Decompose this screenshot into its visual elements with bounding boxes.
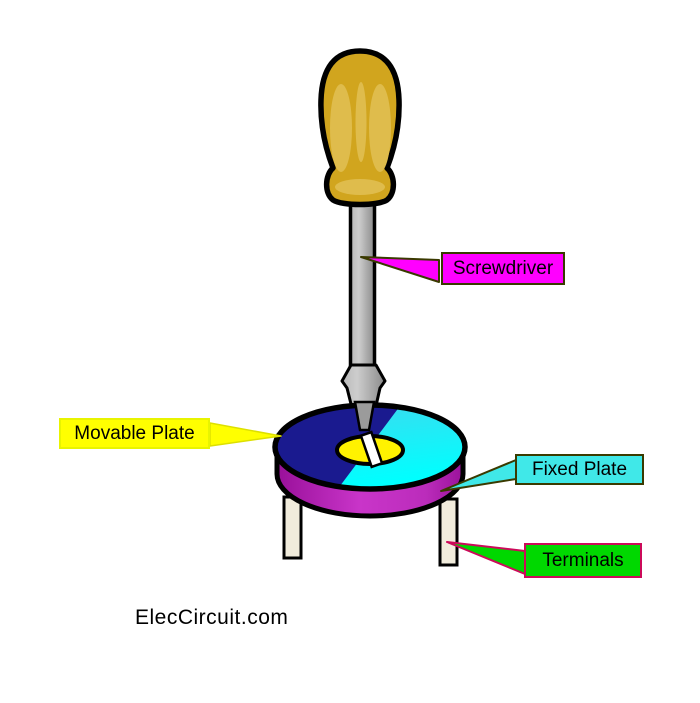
handle-highlight-center — [355, 82, 367, 162]
label-terminals: Terminals — [524, 543, 642, 578]
label-fixed-plate: Fixed Plate — [515, 454, 644, 485]
screwdriver-callout-line — [360, 256, 440, 283]
movable-plate-callout-line — [209, 422, 282, 447]
label-screwdriver: Screwdriver — [441, 252, 565, 285]
watermark-text: ElecCircuit.com — [135, 606, 289, 629]
screwdriver-shaft — [348, 200, 377, 372]
screw-slot — [359, 430, 384, 469]
terminals-callout-line — [446, 541, 526, 575]
handle-highlight-left — [330, 84, 352, 172]
terminal-leg-left — [282, 495, 303, 560]
label-movable-plate: Movable Plate — [59, 418, 210, 449]
handle-highlight-bottom — [335, 179, 385, 195]
handle-highlight-right — [369, 84, 391, 172]
screwdriver-tip — [353, 400, 376, 432]
terminal-leg-right — [438, 497, 459, 567]
